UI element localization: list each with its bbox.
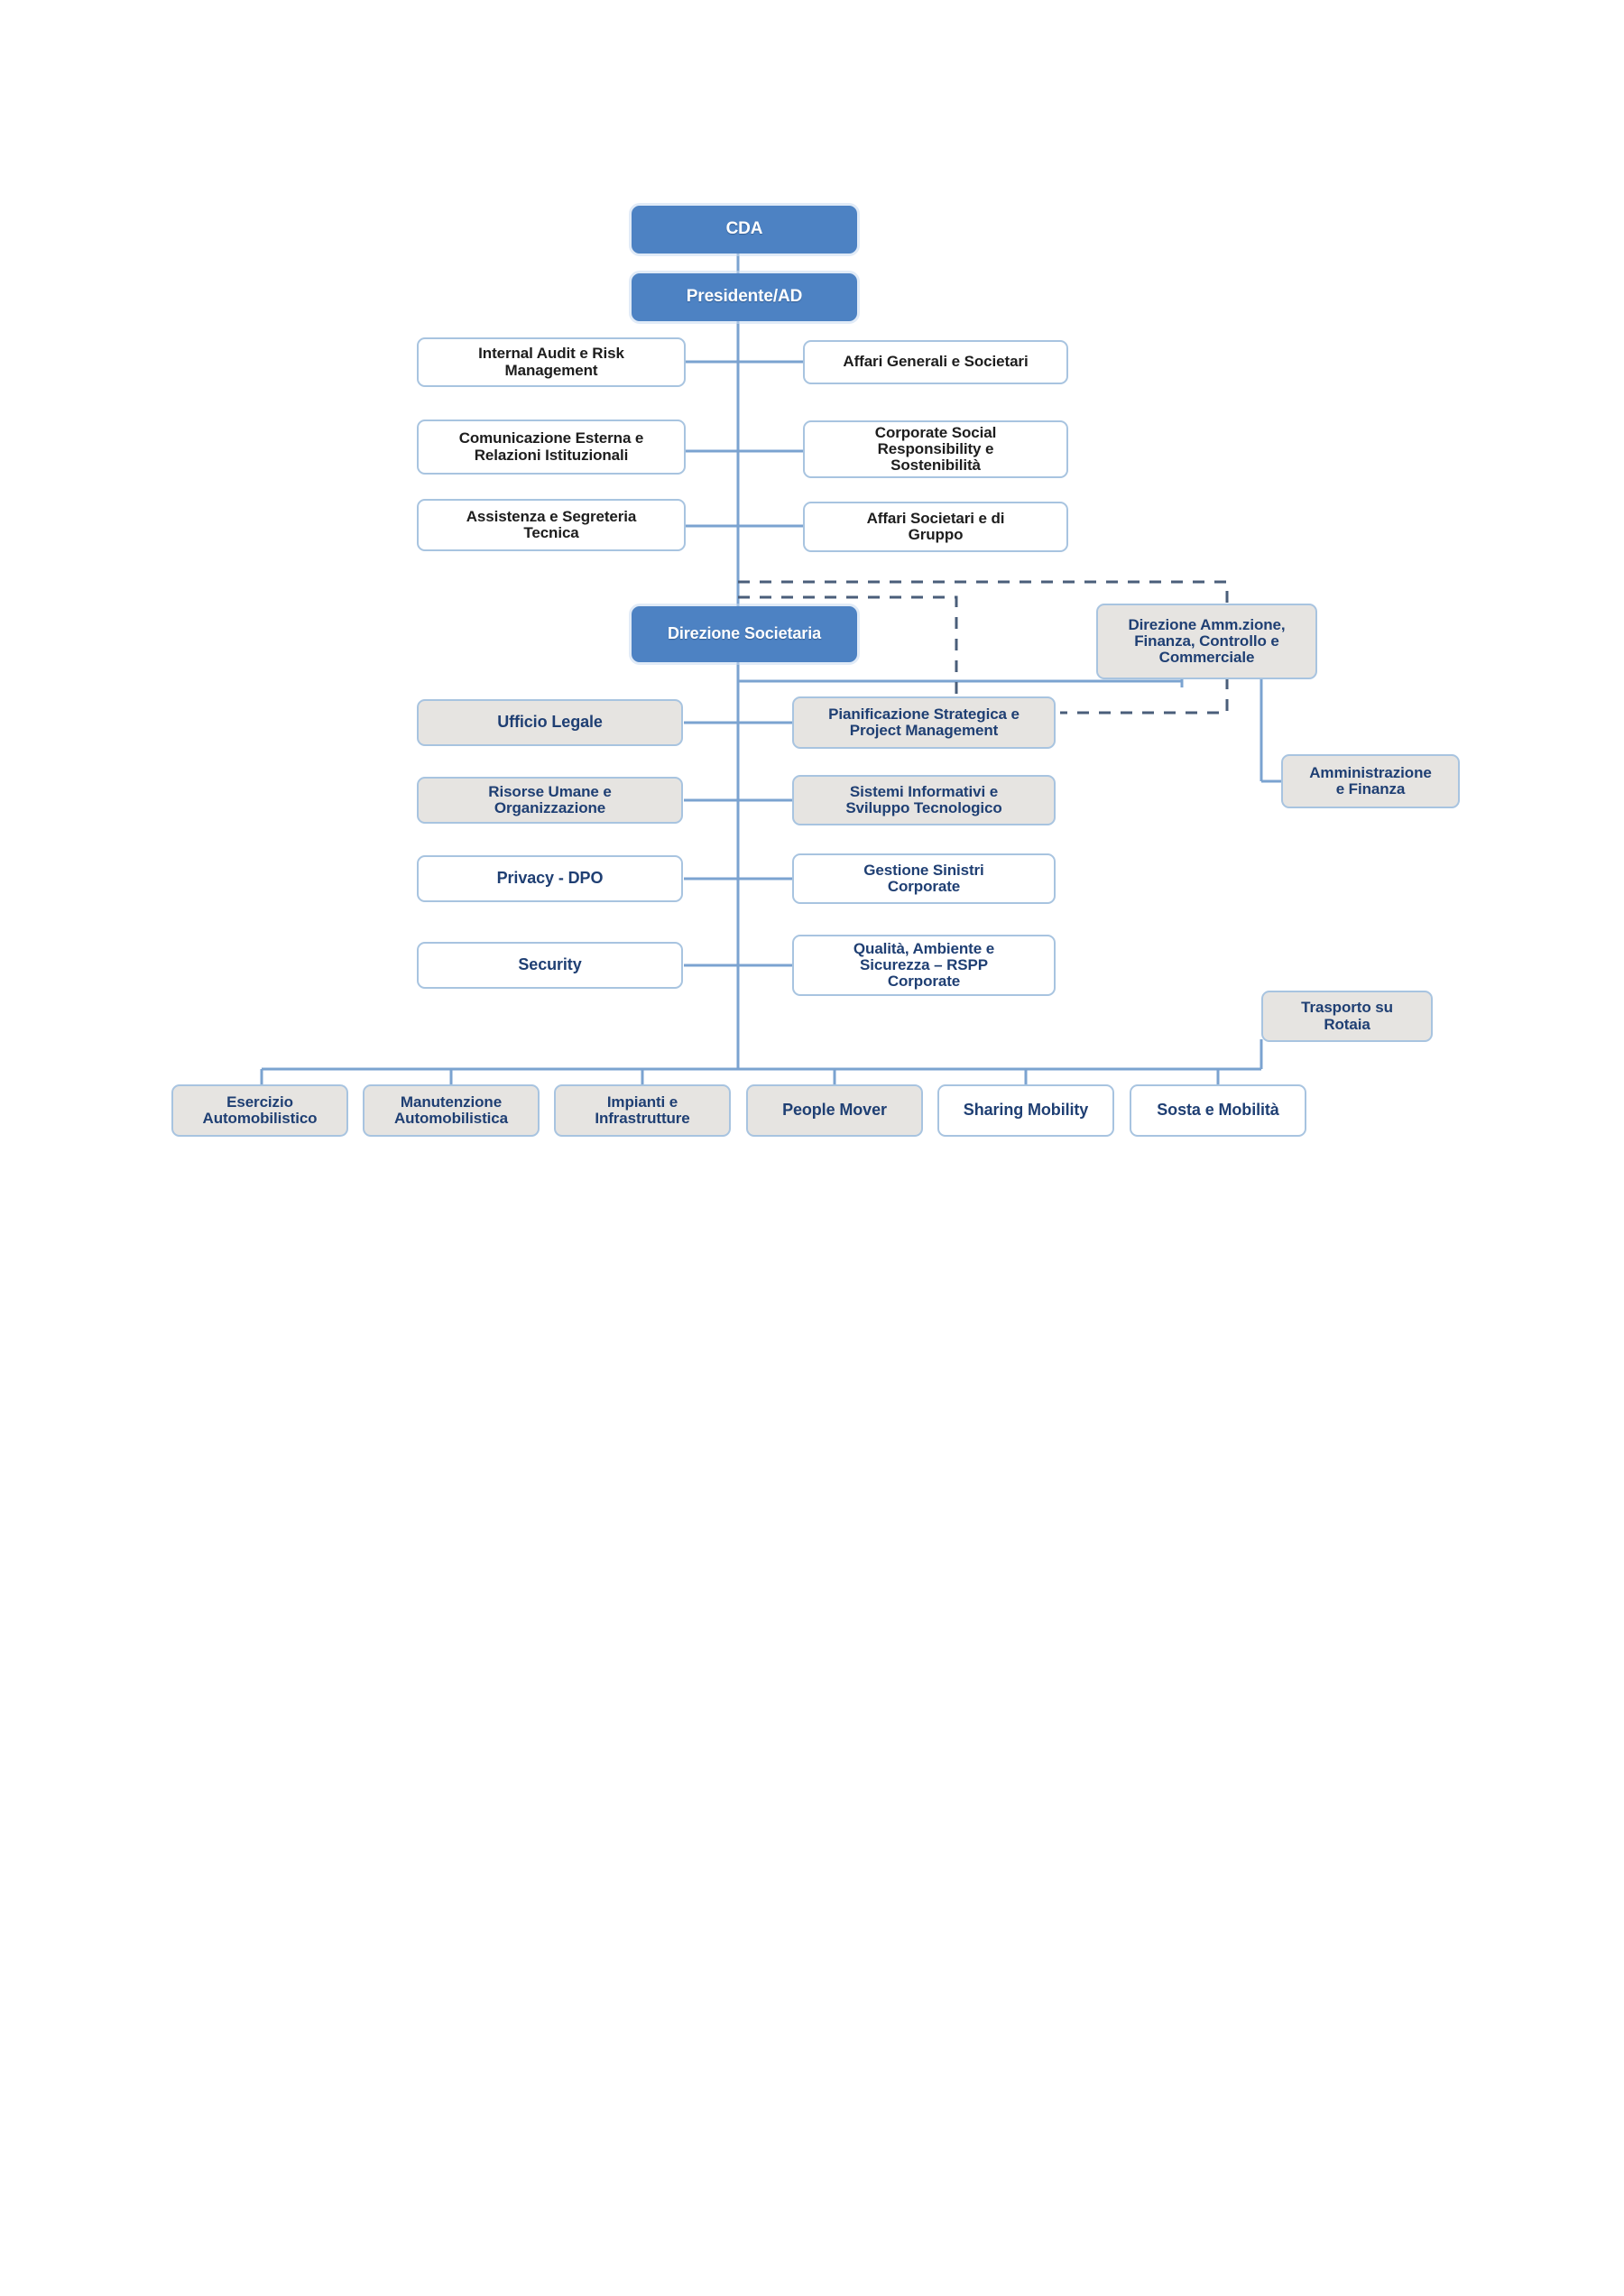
staff-sistemi-informativi[interactable]: Sistemi Informativi e Sviluppo Tecnologi… — [792, 775, 1056, 825]
node-direzione-societaria-label: Direzione Societaria — [667, 624, 822, 643]
staff-pianificazione-strategica-label: Pianificazione Strategica e Project Mana… — [828, 705, 1020, 739]
unit-manutenzione-automobilistica[interactable]: Manutenzione Automobilistica — [363, 1084, 540, 1137]
node-presidente-ad-label: Presidente/AD — [686, 287, 803, 307]
staff-corporate-social-responsibility[interactable]: Corporate Social Responsibility e Sosten… — [803, 420, 1068, 478]
staff-privacy-dpo-label: Privacy - DPO — [496, 869, 604, 888]
unit-trasporto-rotaia[interactable]: Trasporto su Rotaia — [1261, 991, 1433, 1042]
node-direzione-societaria[interactable]: Direzione Societaria — [632, 606, 857, 662]
connector-dotted-inner — [738, 595, 958, 713]
unit-trasporto-rotaia-label: Trasporto su Rotaia — [1301, 999, 1393, 1033]
staff-privacy-dpo[interactable]: Privacy - DPO — [417, 855, 683, 902]
staff-risorse-umane[interactable]: Risorse Umane e Organizzazione — [417, 777, 683, 824]
unit-sharing-mobility[interactable]: Sharing Mobility — [937, 1084, 1114, 1137]
staff-comunicazione-esterna-label: Comunicazione Esterna e Relazioni Istitu… — [458, 429, 644, 464]
unit-manutenzione-automobilistica-label: Manutenzione Automobilistica — [393, 1093, 508, 1127]
connector-dotted-outer — [738, 580, 1229, 715]
staff-qualita-ambiente-sicurezza-label: Qualità, Ambiente e Sicurezza – RSPP Cor… — [853, 939, 995, 990]
unit-sosta-mobilita-label: Sosta e Mobilità — [1157, 1101, 1279, 1120]
node-direzione-amministrazione-label: Direzione Amm.zione, Finanza, Controllo … — [1128, 615, 1286, 666]
staff-ufficio-legale[interactable]: Ufficio Legale — [417, 699, 683, 746]
node-amministrazione-finanza[interactable]: Amministrazione e Finanza — [1281, 754, 1460, 808]
node-direzione-amministrazione[interactable]: Direzione Amm.zione, Finanza, Controllo … — [1096, 604, 1317, 679]
staff-assistenza-segreteria[interactable]: Assistenza e Segreteria Tecnica — [417, 499, 686, 551]
node-cda[interactable]: CDA — [632, 206, 857, 254]
staff-sistemi-informativi-label: Sistemi Informativi e Sviluppo Tecnologi… — [845, 782, 1002, 816]
staff-qualita-ambiente-sicurezza[interactable]: Qualità, Ambiente e Sicurezza – RSPP Cor… — [792, 935, 1056, 996]
staff-comunicazione-esterna[interactable]: Comunicazione Esterna e Relazioni Istitu… — [417, 420, 686, 475]
org-chart: CDA Presidente/AD Internal Audit e Risk … — [171, 206, 1460, 1137]
staff-security-label: Security — [518, 955, 582, 974]
unit-sosta-mobilita[interactable]: Sosta e Mobilità — [1130, 1084, 1306, 1137]
unit-people-mover-label: People Mover — [782, 1101, 887, 1120]
unit-people-mover[interactable]: People Mover — [746, 1084, 923, 1137]
staff-pianificazione-strategica[interactable]: Pianificazione Strategica e Project Mana… — [792, 696, 1056, 749]
staff-internal-audit[interactable]: Internal Audit e Risk Management — [417, 337, 686, 387]
unit-impianti-infrastrutture[interactable]: Impianti e Infrastrutture — [554, 1084, 731, 1137]
staff-corporate-social-responsibility-label: Corporate Social Responsibility e Sosten… — [874, 423, 997, 474]
unit-esercizio-automobilistico[interactable]: Esercizio Automobilistico — [171, 1084, 348, 1137]
staff-gestione-sinistri-label: Gestione Sinistri Corporate — [863, 861, 984, 895]
staff-ufficio-legale-label: Ufficio Legale — [497, 713, 603, 732]
staff-assistenza-segreteria-label: Assistenza e Segreteria Tecnica — [466, 507, 637, 541]
unit-sharing-mobility-label: Sharing Mobility — [963, 1101, 1089, 1120]
staff-internal-audit-label: Internal Audit e Risk Management — [478, 345, 624, 379]
node-presidente-ad[interactable]: Presidente/AD — [632, 273, 857, 321]
staff-affari-generali-label: Affari Generali e Societari — [843, 353, 1029, 371]
staff-affari-societari-gruppo[interactable]: Affari Societari e di Gruppo — [803, 502, 1068, 552]
staff-risorse-umane-label: Risorse Umane e Organizzazione — [488, 782, 612, 816]
unit-esercizio-automobilistico-label: Esercizio Automobilistico — [202, 1093, 318, 1127]
staff-gestione-sinistri[interactable]: Gestione Sinistri Corporate — [792, 853, 1056, 904]
node-cda-label: CDA — [725, 219, 763, 239]
staff-security[interactable]: Security — [417, 942, 683, 989]
staff-affari-societari-gruppo-label: Affari Societari e di Gruppo — [866, 509, 1005, 543]
unit-impianti-infrastrutture-label: Impianti e Infrastrutture — [595, 1093, 690, 1127]
connector-lines — [260, 254, 1281, 1087]
staff-affari-generali[interactable]: Affari Generali e Societari — [803, 340, 1068, 384]
node-amministrazione-finanza-label: Amministrazione e Finanza — [1309, 763, 1432, 798]
